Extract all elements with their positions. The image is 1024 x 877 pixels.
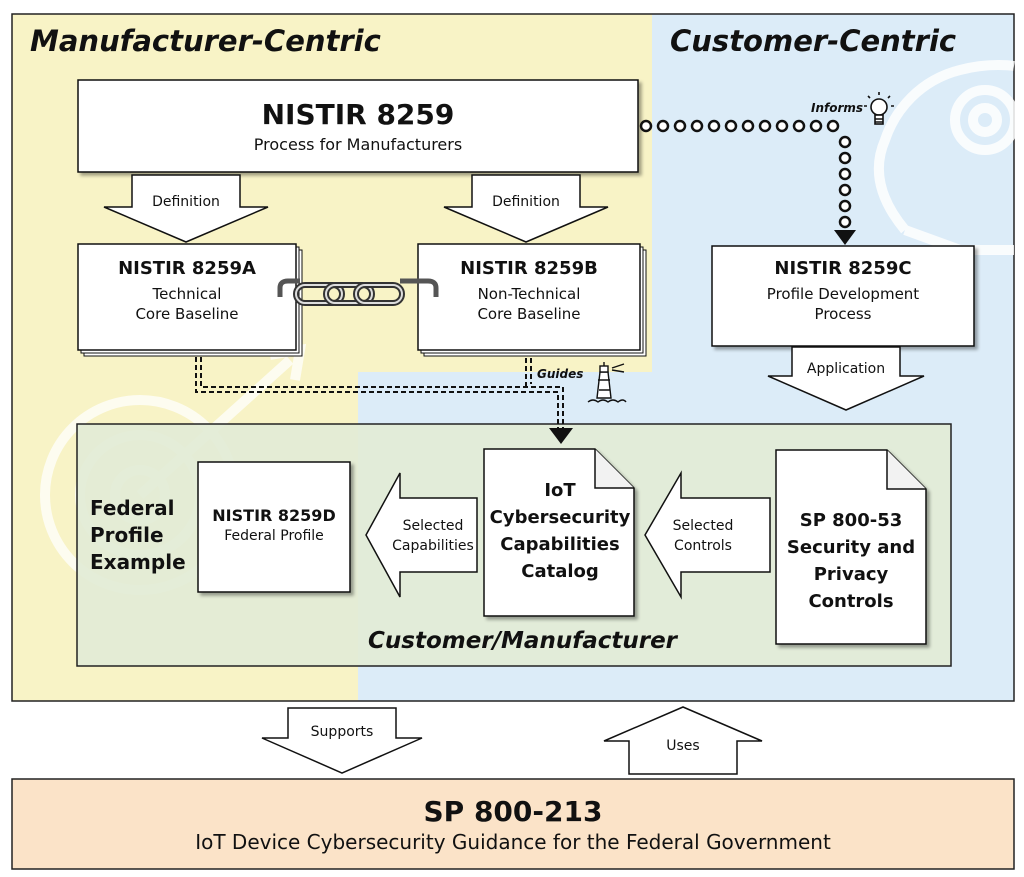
- lightbulb-icon: [864, 92, 894, 125]
- sp-800-53-line2: Security and: [786, 537, 916, 558]
- nistir-8259b-label: NISTIR 8259B Non-Technical Core Baseline: [418, 250, 640, 346]
- definition-label-b: Definition: [492, 194, 560, 210]
- federal-profile-line3: Example: [90, 550, 186, 574]
- informs-arrowhead: [834, 230, 856, 245]
- application-arrow: [767, 346, 925, 411]
- catalog-document: [483, 448, 635, 617]
- catalog-line1: IoT: [544, 480, 576, 501]
- nistir-8259-box: [77, 79, 639, 173]
- nistir-8259b-title: NISTIR 8259B: [460, 258, 598, 279]
- supports-label: Supports: [310, 724, 374, 740]
- nistir-8259c-label: NISTIR 8259C Profile Development Process: [712, 250, 974, 342]
- nistir-8259d-label: NISTIR 8259D Federal Profile: [198, 462, 350, 588]
- catalog-label: IoT Cybersecurity Capabilities Catalog: [484, 470, 636, 592]
- sp-800-213-subtitle: IoT Device Cybersecurity Guidance for th…: [195, 829, 831, 854]
- selected-capabilities-line2: Capabilities: [392, 538, 474, 554]
- sp-800-213-box: [11, 778, 1015, 870]
- selected-capabilities-label: Selected Capabilities: [386, 516, 480, 556]
- selected-capabilities-arrow: [365, 472, 478, 598]
- nistir-8259b-line2: Core Baseline: [477, 305, 581, 323]
- nistir-8259c-line2: Process: [814, 305, 872, 323]
- definition-label-a: Definition: [152, 194, 220, 210]
- manufacturer-centric-title: Manufacturer-Centric: [30, 24, 381, 58]
- federal-profile-example: Federal Profile Example: [90, 495, 186, 576]
- nistir-8259-title: NISTIR 8259: [261, 98, 455, 131]
- nistir-8259b-line1: Non-Technical: [477, 285, 581, 303]
- sp-800-53-line1: SP 800-53: [799, 510, 903, 531]
- chain-link-icon: [277, 278, 439, 306]
- selected-controls-arrow: [644, 470, 771, 600]
- guides-arrowhead: [549, 428, 573, 444]
- definition-arrow-b: [443, 174, 609, 243]
- guides-connector: [195, 357, 564, 430]
- selected-capabilities-line1: Selected: [402, 518, 464, 534]
- federal-profile-line1: Federal: [90, 496, 175, 520]
- catalog-line4: Catalog: [521, 561, 599, 582]
- customer-centric-title: Customer-Centric: [670, 24, 957, 58]
- nistir-8259d-box: [197, 461, 351, 593]
- uses-label: Uses: [666, 738, 700, 754]
- nistir-8259c-line1: Profile Development: [766, 285, 920, 303]
- customer-manufacturer-title: Customer/Manufacturer: [368, 628, 678, 654]
- sp-800-53-document: [775, 449, 927, 645]
- nistir-8259c-title: NISTIR 8259C: [774, 258, 912, 279]
- federal-profile-line2: Profile: [90, 523, 164, 547]
- informs-connector: [639, 119, 852, 229]
- sp-800-213-label: SP 800-213 IoT Device Cybersecurity Guid…: [12, 781, 1014, 867]
- nistir-8259-label: NISTIR 8259 Process for Manufacturers: [78, 80, 638, 172]
- nistir-8259d-title: NISTIR 8259D: [212, 506, 336, 525]
- nistir-8259a-box: [77, 243, 303, 357]
- application-label: Application: [806, 361, 886, 377]
- nistir-8259a-label: NISTIR 8259A Technical Core Baseline: [78, 250, 296, 346]
- selected-controls-label: Selected Controls: [664, 516, 742, 556]
- selected-controls-line2: Controls: [674, 538, 732, 554]
- catalog-line2: Cybersecurity: [489, 507, 631, 528]
- nistir-8259a-line2: Core Baseline: [135, 305, 239, 323]
- supports-arrow: [261, 707, 423, 774]
- selected-controls-line1: Selected: [672, 518, 734, 534]
- definition-arrow-a: [103, 174, 269, 243]
- nistir-8259a-line1: Technical: [152, 285, 222, 303]
- informs-label: Informs: [811, 101, 864, 115]
- sp-800-213-title: SP 800-213: [423, 794, 603, 828]
- uses-arrow: [603, 706, 763, 775]
- nistir-8259c-box: [711, 245, 975, 347]
- sp-800-53-line4: Controls: [808, 591, 894, 612]
- sp-800-53-line3: Privacy: [813, 564, 889, 585]
- nistir-8259-subtitle: Process for Manufacturers: [253, 135, 463, 154]
- lighthouse-icon: [587, 362, 627, 403]
- nistir-8259b-box: [417, 243, 647, 357]
- outer-border: [11, 13, 1015, 702]
- nistir-8259a-title: NISTIR 8259A: [118, 258, 256, 279]
- sp-800-53-label: SP 800-53 Security and Privacy Controls: [776, 502, 926, 620]
- guides-label: Guides: [537, 367, 584, 381]
- catalog-line3: Capabilities: [500, 534, 620, 555]
- nistir-8259d-subtitle: Federal Profile: [224, 528, 324, 544]
